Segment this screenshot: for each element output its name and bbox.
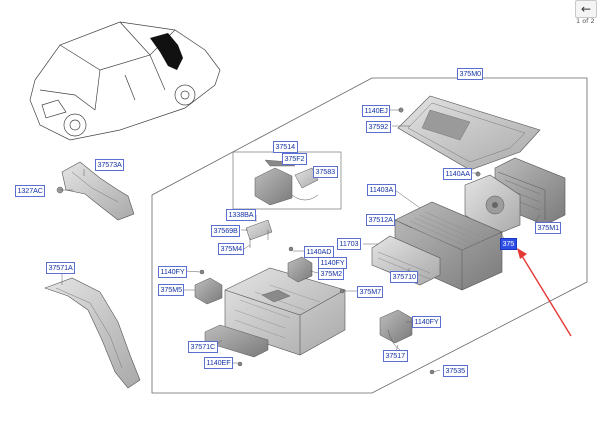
part-label-37592[interactable]: 37592	[366, 121, 391, 133]
part-label-11703[interactable]: 11703	[337, 238, 361, 250]
part-label-37517[interactable]: 37517	[383, 350, 408, 362]
part-duct-37573a	[61, 161, 135, 221]
part-label-375m4[interactable]: 375M4	[218, 243, 245, 255]
part-label-37514[interactable]: 37514	[273, 141, 298, 153]
part-375m5-module	[194, 277, 223, 305]
vehicle-illustration	[29, 21, 221, 141]
part-label-375m7[interactable]: 375M7	[357, 286, 384, 298]
part-375m2-module	[287, 256, 313, 283]
part-label-1140fy-lower[interactable]: 1140FY	[412, 316, 442, 328]
part-fan-unit	[464, 174, 521, 236]
part-label-375m5[interactable]: 375M5	[158, 284, 185, 296]
part-label-1327ac[interactable]: 1327AC	[15, 185, 46, 197]
highlight-arrow	[517, 248, 572, 337]
part-label-375m2[interactable]: 375M2	[318, 268, 345, 280]
part-label-1338ba[interactable]: 1338BA	[226, 209, 256, 221]
part-37569b-clamp	[245, 219, 273, 248]
page-indicator: 1 of 2	[576, 17, 595, 25]
part-37517-module	[379, 309, 413, 351]
part-label-375-highlighted[interactable]: 375	[500, 238, 517, 250]
part-label-375m0[interactable]: 375M0	[457, 68, 484, 80]
part-label-1140aa[interactable]: 1140AA	[443, 168, 473, 180]
part-label-375f2[interactable]: 375F2	[282, 153, 307, 165]
vehicle-battery-location	[150, 33, 183, 70]
part-label-1140fy-left[interactable]: 1140FY	[158, 266, 188, 278]
part-label-11403a[interactable]: 11403A	[367, 184, 396, 196]
part-label-375m1[interactable]: 375M1	[535, 222, 562, 234]
bolt-fasteners	[199, 107, 481, 375]
part-label-37569b[interactable]: 37569B	[211, 225, 241, 237]
assembly-outline	[151, 77, 588, 394]
part-label-375710[interactable]: 375710	[390, 271, 419, 283]
part-battery-tray	[224, 267, 346, 356]
part-label-37512a[interactable]: 37512A	[366, 214, 396, 226]
part-duct-37571a	[44, 277, 141, 389]
part-label-37571c[interactable]: 37571C	[188, 341, 218, 353]
part-label-37571a[interactable]: 37571A	[46, 262, 76, 274]
part-label-1140ej[interactable]: 1140EJ	[362, 105, 391, 117]
part-plate	[371, 235, 441, 286]
part-top-cover	[397, 95, 541, 171]
part-label-1140ef[interactable]: 1140EF	[204, 357, 234, 369]
part-37514-bracket	[254, 159, 319, 206]
part-label-37583[interactable]: 37583	[313, 166, 338, 178]
part-label-37535[interactable]: 37535	[443, 365, 468, 377]
back-arrow-icon[interactable]: ←	[575, 0, 597, 18]
part-label-37573a[interactable]: 37573A	[95, 159, 125, 171]
